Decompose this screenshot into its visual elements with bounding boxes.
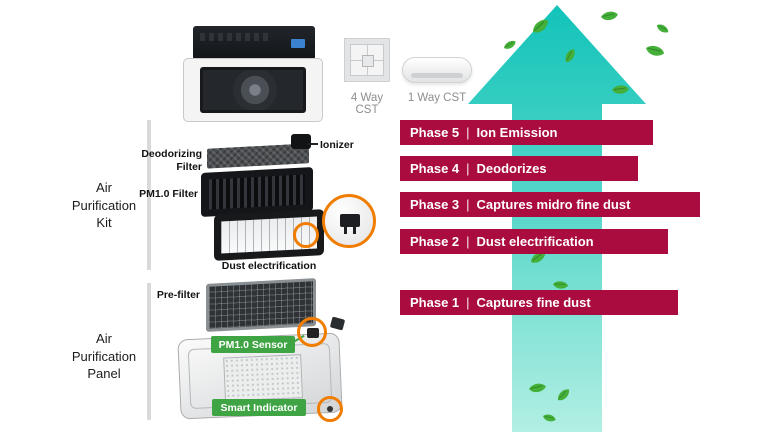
sensor-highlight-circle bbox=[297, 317, 327, 347]
phase-label: Ion Emission bbox=[476, 125, 558, 140]
up-arrow bbox=[468, 5, 646, 432]
ionizer-label: Ionizer bbox=[320, 139, 354, 151]
sensor-part bbox=[307, 328, 319, 338]
electrode-zoom-circle bbox=[322, 194, 376, 248]
four-way-cst-label: 4 Way CST bbox=[350, 92, 384, 116]
panel-section-bar bbox=[147, 283, 151, 420]
pre-filter-label: Pre-filter bbox=[156, 289, 200, 301]
phase-number: Phase 5 bbox=[410, 125, 460, 140]
phase-label: Dust electrification bbox=[476, 234, 594, 249]
leaf-icon bbox=[502, 39, 518, 50]
unit-fan-opening bbox=[200, 67, 306, 113]
phase-label: Deodorizes bbox=[476, 161, 547, 176]
phase-separator: | bbox=[466, 197, 470, 212]
panel-section-label: Air Purification Panel bbox=[71, 331, 137, 382]
unit-top-box bbox=[193, 26, 315, 60]
one-way-cst-label: 1 Way CST bbox=[407, 92, 467, 104]
smart-indicator-badge: Smart Indicator bbox=[212, 399, 306, 416]
unit-display bbox=[291, 39, 305, 48]
leaf-icon bbox=[600, 9, 619, 23]
phase-label: Captures midro fine dust bbox=[476, 197, 631, 212]
pm1-filter-image bbox=[201, 167, 313, 217]
phase-banner-3: Phase 3 | Captures midro fine dust bbox=[400, 192, 700, 217]
electrode-part bbox=[340, 214, 360, 227]
unit-body-frame bbox=[183, 58, 323, 122]
phase-banner-1: Phase 1 | Captures fine dust bbox=[400, 290, 678, 315]
pm1-filter-label: PM1.0 Filter bbox=[139, 188, 198, 200]
phase-number: Phase 4 bbox=[410, 161, 460, 176]
pm1-filter-pleats bbox=[209, 174, 305, 210]
phase-separator: | bbox=[466, 234, 470, 249]
leaf-icon bbox=[655, 21, 670, 37]
indicator-highlight-circle bbox=[317, 396, 343, 422]
four-way-center bbox=[362, 55, 374, 67]
electrode-pin bbox=[353, 227, 356, 234]
deodorizing-filter-label: Deodorizing Filter bbox=[141, 148, 202, 173]
kit-section-bar bbox=[147, 120, 151, 270]
phase-separator: | bbox=[466, 125, 470, 140]
phase-number: Phase 2 bbox=[410, 234, 460, 249]
four-way-cst-image bbox=[344, 38, 390, 82]
electrode-highlight-circle bbox=[293, 222, 319, 248]
phase-number: Phase 1 bbox=[410, 295, 460, 310]
phase-number: Phase 3 bbox=[410, 197, 460, 212]
phase-separator: | bbox=[466, 161, 470, 176]
leaf-icon bbox=[644, 40, 666, 61]
cassette-unit-image bbox=[183, 26, 323, 122]
one-way-cst-image bbox=[402, 57, 472, 83]
phase-banner-2: Phase 2 | Dust electrification bbox=[400, 229, 668, 254]
phase-banner-4: Phase 4 | Deodorizes bbox=[400, 156, 638, 181]
phase-separator: | bbox=[466, 295, 470, 310]
phase-banner-5: Phase 5 | Ion Emission bbox=[400, 120, 653, 145]
fan-icon bbox=[233, 70, 277, 110]
one-way-vane bbox=[411, 73, 463, 78]
panel-grille bbox=[223, 354, 304, 402]
pm1-sensor-badge: PM1.0 Sensor bbox=[211, 336, 295, 353]
phase-label: Captures fine dust bbox=[476, 295, 591, 310]
ionizer-pointer-line bbox=[308, 143, 318, 145]
electrode-pin bbox=[344, 227, 347, 234]
kit-section-label: Air Purification Kit bbox=[71, 180, 137, 231]
dust-electrification-label: Dust electrification bbox=[221, 260, 317, 272]
indicator-led bbox=[327, 406, 333, 412]
ionizer-image bbox=[291, 134, 311, 149]
unit-vents bbox=[200, 33, 272, 41]
